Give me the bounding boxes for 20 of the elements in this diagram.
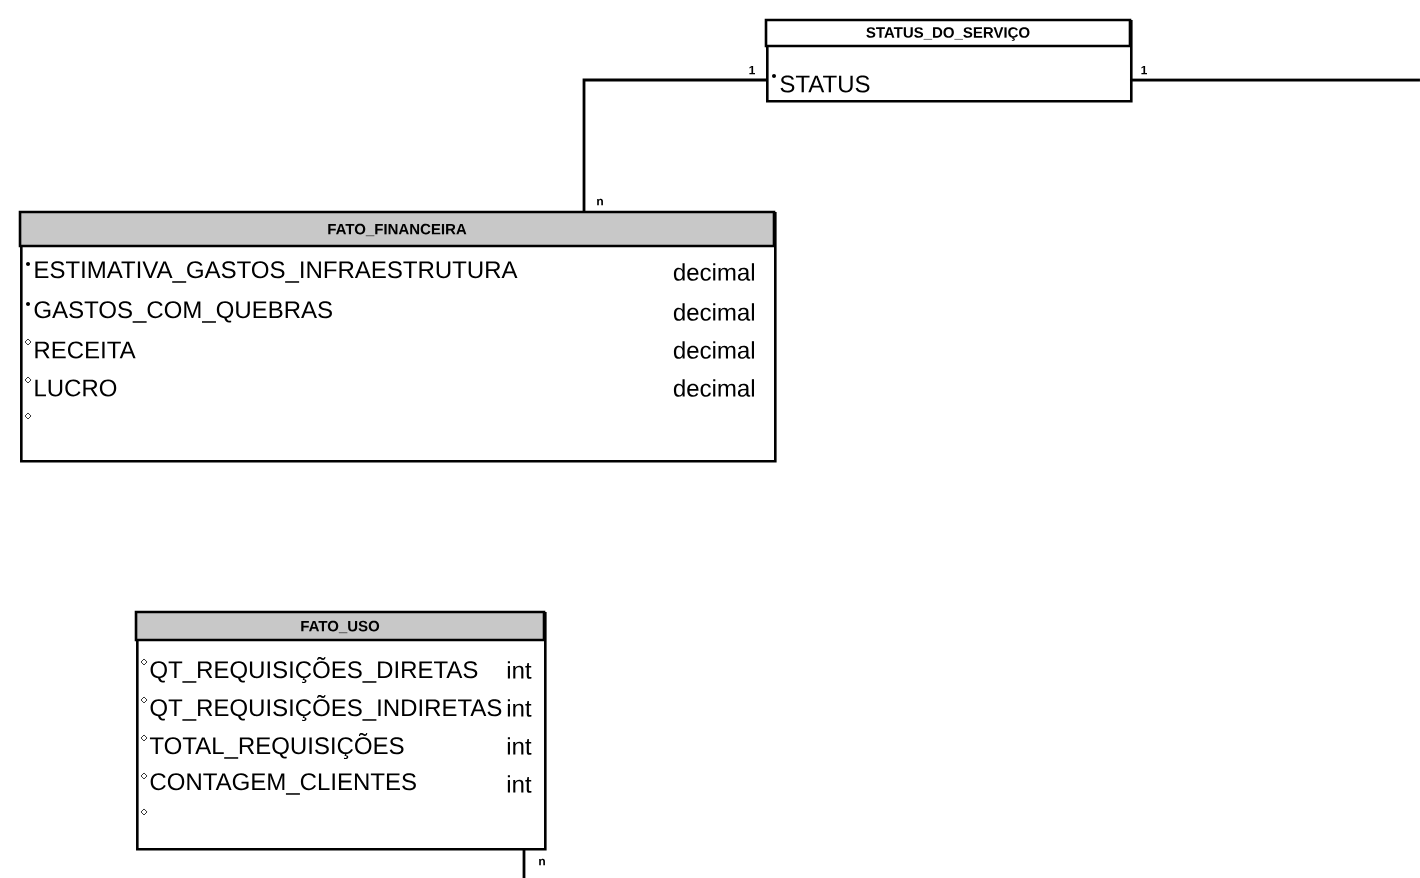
column-name: GASTOS_COM_QUEBRAS: [34, 301, 332, 323]
connector-line: [522, 848, 526, 878]
column-name: STATUS: [780, 75, 870, 93]
column-name: QT_REQUISIÇÕES_DIRETAS: [150, 656, 478, 684]
column-type: decimal: [673, 263, 754, 281]
column-type: int: [507, 661, 532, 679]
column-name: QT_REQUISIÇÕES_INDIRETAS: [150, 694, 502, 722]
column-name: LUCRO: [35, 379, 117, 397]
connector-line: [1130, 78, 1420, 82]
column-type: decimal: [673, 341, 754, 359]
column-name: CONTAGEM_CLIENTES: [150, 773, 416, 795]
column-type: int: [507, 699, 532, 717]
column-type: decimal: [673, 379, 754, 397]
column-type: decimal: [673, 303, 754, 321]
column-name: ESTIMATIVA_GASTOS_INFRAESTRUTURA: [35, 261, 518, 283]
column-type: int: [507, 737, 532, 755]
connector-line: [582, 78, 766, 212]
column-name: RECEITA: [35, 341, 136, 359]
column-name: TOTAL_REQUISIÇÕES: [149, 732, 404, 760]
column-type: int: [507, 775, 532, 793]
